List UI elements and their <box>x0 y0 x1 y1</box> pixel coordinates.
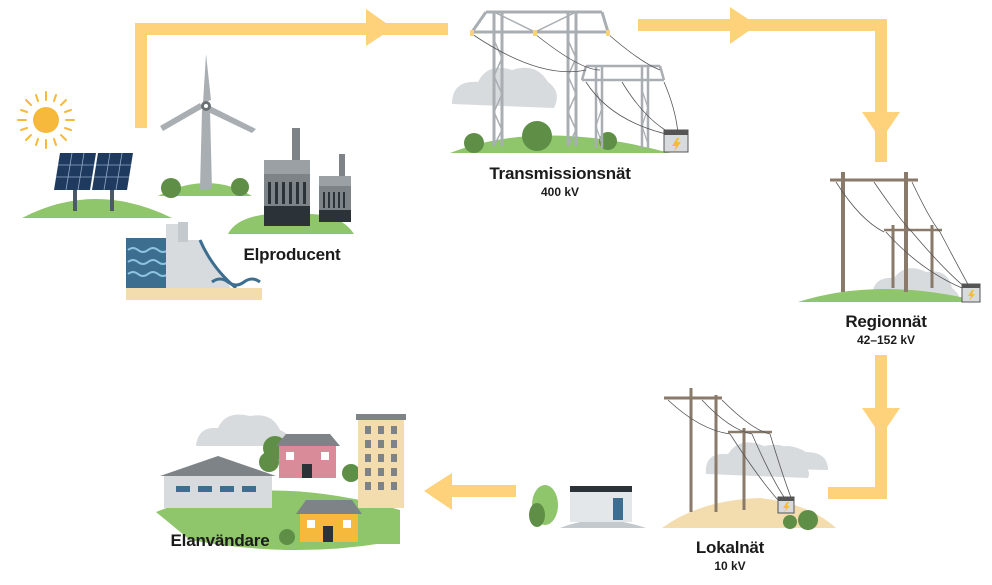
wind-turbine-icon <box>158 54 256 198</box>
transmissionsnat-title: Transmissionsnät <box>489 164 631 183</box>
arrow-heads <box>366 7 900 510</box>
power-plant-icon <box>228 128 354 234</box>
hydro-dam-icon <box>126 222 262 300</box>
regional-ground <box>798 289 982 302</box>
regionnat-title: Regionnät <box>845 312 927 331</box>
sun-icon <box>17 91 75 149</box>
transmission-illustration <box>450 10 689 153</box>
arrow-head-left <box>424 473 452 510</box>
apartment-building-icon <box>356 414 406 508</box>
arrow-head-right-2 <box>730 7 757 44</box>
regionnat-voltage: 42–152 kV <box>856 333 916 347</box>
label-transmissionsnat: Transmissionsnät 400 kV <box>480 164 640 199</box>
lokalnat-title: Lokalnät <box>695 538 765 557</box>
consumer-illustration <box>156 414 406 550</box>
arrow-regional-to-local <box>828 355 887 499</box>
distribution-building-icon <box>529 485 646 528</box>
large-pylon-icon <box>470 10 610 147</box>
local-illustration <box>662 388 836 530</box>
solar-panels <box>54 152 133 211</box>
arrow-head-down-1 <box>862 112 900 140</box>
house-icon <box>296 500 362 542</box>
transmission-ground <box>450 135 670 153</box>
solar-hill <box>22 199 172 218</box>
arrow-head-right-1 <box>366 9 393 46</box>
arrow-head-down-2 <box>862 408 900 436</box>
substation-icon <box>961 283 981 303</box>
elproducent-title: Elproducent <box>243 245 341 264</box>
label-lokalnat: Lokalnät 10 kV <box>680 538 780 573</box>
cloud <box>742 446 828 470</box>
cloud <box>452 67 557 108</box>
label-elanvandare: Elanvändare <box>160 531 280 551</box>
arrow-producer-to-transmission <box>135 23 448 128</box>
elanvandare-title: Elanvändare <box>170 531 270 550</box>
lokalnat-voltage: 10 kV <box>714 559 746 573</box>
label-regionnat: Regionnät 42–152 kV <box>826 312 946 347</box>
label-elproducent: Elproducent <box>236 245 348 265</box>
substation-icon <box>663 129 689 153</box>
house-icon <box>276 434 340 478</box>
small-pylon-icon <box>580 64 666 148</box>
warehouse-icon <box>160 456 276 508</box>
substation-icon <box>777 496 795 514</box>
producer-illustration <box>17 54 354 300</box>
regional-illustration <box>798 172 982 303</box>
transmissionsnat-voltage: 400 kV <box>540 185 580 199</box>
cloud <box>196 414 291 446</box>
